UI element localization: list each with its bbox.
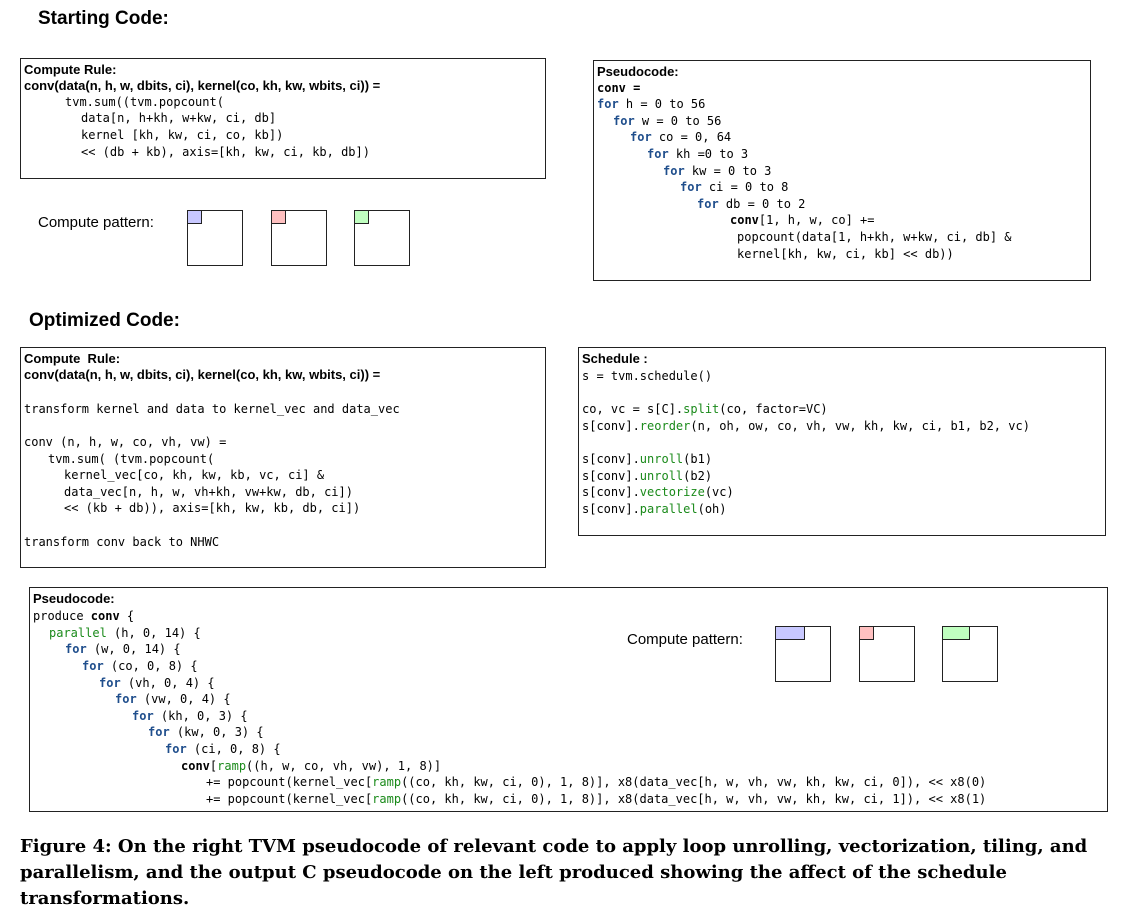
start-pseudocode-title: Pseudocode: [597,64,679,79]
pseudo-line: for w = 0 to 56 [613,114,722,128]
opt-pattern-highlight [942,626,970,640]
start-rule-line: tvm.sum((tvm.popcount( [65,95,224,109]
schedule-title: Schedule : [582,351,648,366]
opt-pattern-highlight [859,626,874,640]
schedule-line: s[conv].reorder(n, oh, ow, co, vh, vw, k… [582,419,1030,433]
pseudo-line: conv = [597,81,641,95]
opt-pseudo-line: for (vw, 0, 4) { [115,692,231,706]
pseudo-line: conv[1, h, w, co] += [730,213,875,227]
pseudo-line: for kh =0 to 3 [647,147,749,161]
opt-pseudocode-title: Pseudocode: [33,591,115,606]
pseudo-line: for ci = 0 to 8 [680,180,789,194]
schedule-line: s[conv].parallel(oh) [582,502,727,516]
start-rule-line: kernel [kh, kw, ci, co, kb]) [81,128,284,142]
schedule-line: s = tvm.schedule() [582,369,713,383]
opt-pseudo-line: produce conv { [33,609,135,623]
schedule-line: s[conv].unroll(b2) [582,469,713,483]
opt-pseudo-line: for (w, 0, 14) { [65,642,181,656]
opt-rule-line: kernel_vec[co, kh, kw, kb, vc, ci] & [64,468,325,482]
start-pattern-square [271,210,327,266]
opt-compute-rule-box: Compute Rule: conv(data(n, h, w, dbits, … [20,347,546,568]
start-compute-rule-box: Compute Rule: conv(data(n, h, w, dbits, … [20,58,546,179]
opt-pseudo-line: for (kh, 0, 3) { [132,709,248,723]
start-pattern-highlight [271,210,286,224]
opt-rule-line: transform kernel and data to kernel_vec … [24,402,400,416]
start-pattern-highlight [354,210,369,224]
opt-compute-rule-signature: conv(data(n, h, w, dbits, ci), kernel(co… [24,367,381,382]
start-rule-line: << (db + kb), axis=[kh, kw, ci, kb, db]) [81,145,370,159]
optimized-code-heading: Optimized Code: [29,310,180,331]
opt-rule-line: transform conv back to NHWC [24,535,220,549]
schedule-box: Schedule : s = tvm.schedule() co, vc = s… [578,347,1106,536]
start-pattern-square [354,210,410,266]
start-rule-line: data[n, h+kh, w+kw, ci, db] [81,111,277,125]
opt-pseudo-line: += popcount(kernel_vec[ramp((co, kh, kw,… [206,792,987,806]
opt-pseudo-line: parallel (h, 0, 14) { [49,626,201,640]
starting-code-heading: Starting Code: [38,8,169,29]
opt-pseudo-line: += popcount(kernel_vec[ramp((co, kh, kw,… [206,775,987,789]
schedule-line: s[conv].unroll(b1) [582,452,713,466]
opt-compute-pattern-label: Compute pattern: [627,631,743,648]
opt-pattern-square [775,626,831,682]
opt-pattern-square [942,626,998,682]
opt-pseudo-line: for (vh, 0, 4) { [99,676,215,690]
opt-pattern-square [859,626,915,682]
opt-pseudocode-box: Pseudocode: produce conv { parallel (h, … [29,587,1108,812]
start-pseudocode-box: Pseudocode: conv = for h = 0 to 56 for w… [593,60,1091,281]
opt-rule-line: tvm.sum( (tvm.popcount( [48,452,215,466]
opt-pseudo-line: conv[ramp((h, w, co, vh, vw), 1, 8)] [181,759,442,773]
start-compute-pattern-label: Compute pattern: [38,214,154,231]
opt-rule-line: << (kb + db)), axis=[kh, kw, kb, db, ci]… [64,501,361,515]
opt-pattern-highlight [775,626,805,640]
start-compute-rule-title: Compute Rule: [24,62,117,77]
pseudo-line: popcount(data[1, h+kh, w+kw, ci, db] & [737,230,1012,244]
pseudo-line: kernel[kh, kw, ci, kb] << db)) [737,247,954,261]
figure-caption: Figure 4: On the right TVM pseudocode of… [20,836,1088,909]
opt-rule-line: conv (n, h, w, co, vh, vw) = [24,435,227,449]
start-compute-rule-signature: conv(data(n, h, w, dbits, ci), kernel(co… [24,78,381,93]
schedule-line: s[conv].vectorize(vc) [582,485,734,499]
opt-rule-line: data_vec[n, h, w, vh+kh, vw+kw, db, ci]) [64,485,353,499]
start-pattern-highlight [187,210,202,224]
opt-pseudo-line: for (co, 0, 8) { [82,659,198,673]
pseudo-line: for h = 0 to 56 [597,97,706,111]
opt-pseudo-line: for (kw, 0, 3) { [148,725,264,739]
pseudo-line: for kw = 0 to 3 [663,164,772,178]
opt-pseudo-line: for (ci, 0, 8) { [165,742,281,756]
pseudo-line: for co = 0, 64 [630,130,732,144]
pseudo-line: for db = 0 to 2 [697,197,806,211]
opt-compute-rule-title: Compute Rule: [24,351,121,366]
schedule-line: co, vc = s[C].split(co, factor=VC) [582,402,828,416]
start-pattern-square [187,210,243,266]
